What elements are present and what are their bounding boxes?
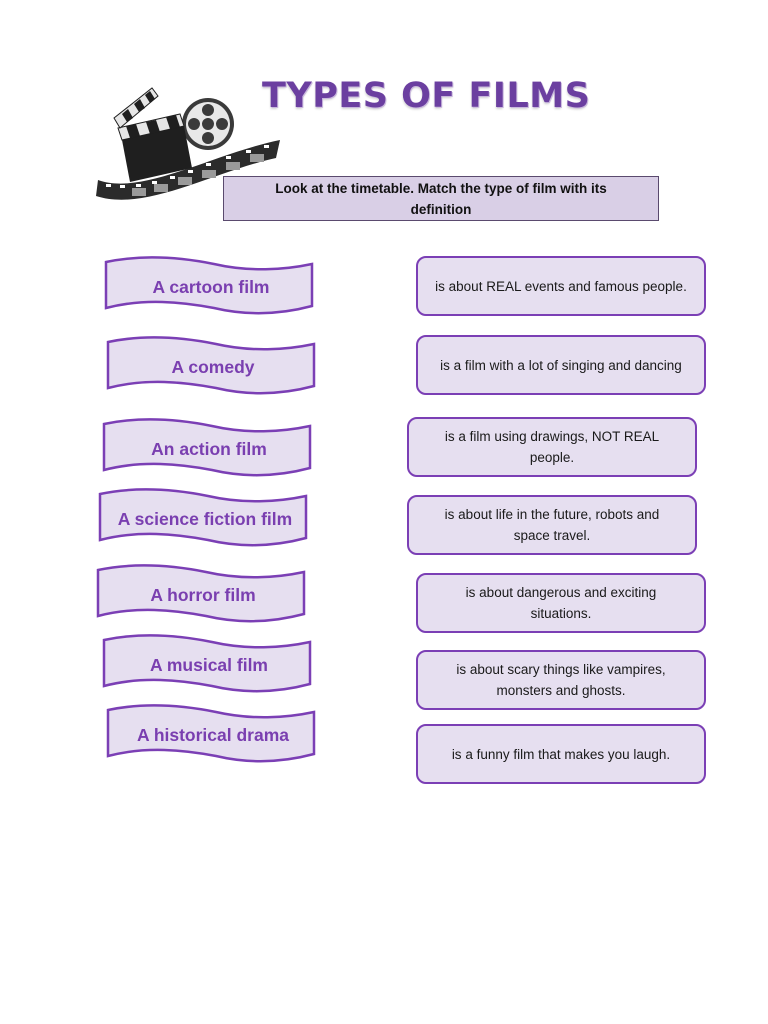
film-type-banner[interactable]: A cartoon film (104, 256, 318, 318)
film-type-label: A science fiction film (117, 508, 293, 529)
definition-box[interactable]: is about dangerous and exciting situatio… (416, 573, 706, 633)
film-type-label: A musical film (150, 654, 268, 675)
definition-box[interactable]: is a funny film that makes you laugh. (416, 724, 706, 784)
definition-box[interactable]: is about scary things like vampires, mon… (416, 650, 706, 710)
definition-box[interactable]: is a film using drawings, NOT REAL peopl… (407, 417, 697, 477)
definition-box[interactable]: is about REAL events and famous people. (416, 256, 706, 316)
film-type-banner[interactable]: An action film (102, 418, 316, 480)
film-type-label: A historical drama (136, 724, 290, 745)
film-type-label: A comedy (171, 356, 255, 377)
film-type-banner[interactable]: A science fiction film (98, 488, 312, 550)
film-type-banner[interactable]: A horror film (96, 564, 310, 626)
page-title: TYPES OF FILMS (262, 76, 591, 116)
film-type-label: A horror film (150, 584, 256, 605)
film-type-label: A cartoon film (152, 276, 270, 297)
film-type-banner[interactable]: A historical drama (106, 704, 320, 766)
definition-box[interactable]: is about life in the future, robots and … (407, 495, 697, 555)
film-type-label: An action film (151, 438, 267, 459)
film-clapperboard-reel-icon (92, 84, 284, 204)
definition-box[interactable]: is a film with a lot of singing and danc… (416, 335, 706, 395)
instruction-box: Look at the timetable. Match the type of… (223, 176, 659, 221)
film-type-banner[interactable]: A musical film (102, 634, 316, 696)
film-type-banner[interactable]: A comedy (106, 336, 320, 398)
